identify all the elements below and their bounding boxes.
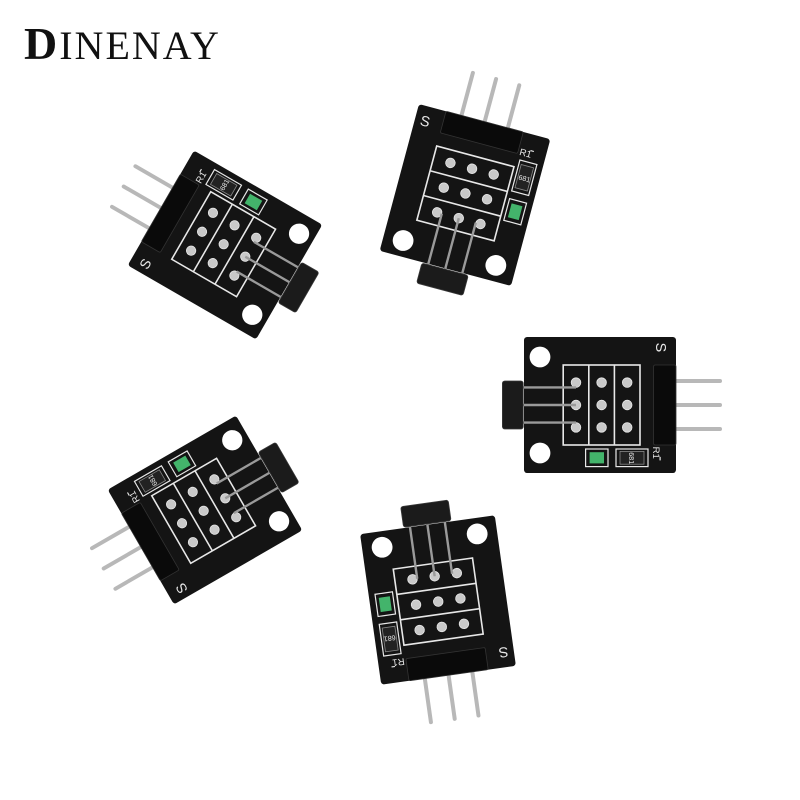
- sensor-module-bottom-center: S - R1 681: [357, 494, 522, 728]
- silk-label-s: S: [498, 643, 510, 660]
- silk-label-minus: -: [528, 143, 537, 160]
- silk-label-minus: -: [652, 456, 668, 461]
- silk-label-resistor: 681: [518, 173, 532, 185]
- silk-label-resistor: 681: [219, 178, 231, 192]
- silk-label-resistor: 681: [383, 633, 396, 644]
- silk-label-s: S: [418, 113, 431, 131]
- brand-logo: DINENAY: [24, 14, 221, 76]
- silk-label-resistor: 681: [147, 473, 159, 487]
- sensor-module-top-right: S - R1 681: [374, 61, 562, 306]
- brand-initial: D: [24, 18, 60, 69]
- silk-label-r1: R1: [518, 147, 533, 161]
- sensor-module-top-left: S - R1 681: [88, 127, 343, 352]
- silk-label-r1: R1: [392, 655, 406, 668]
- brand-name: INENAY: [59, 23, 221, 68]
- silk-label-s: S: [652, 343, 668, 353]
- silk-label-r1: R1: [650, 447, 661, 459]
- sensor-module-bottom-left: S - R1 681: [68, 403, 323, 628]
- silk-label-minus: -: [390, 659, 397, 676]
- silk-label-resistor: 681: [627, 452, 636, 464]
- sensor-module-right: S - R1 681: [502, 337, 720, 473]
